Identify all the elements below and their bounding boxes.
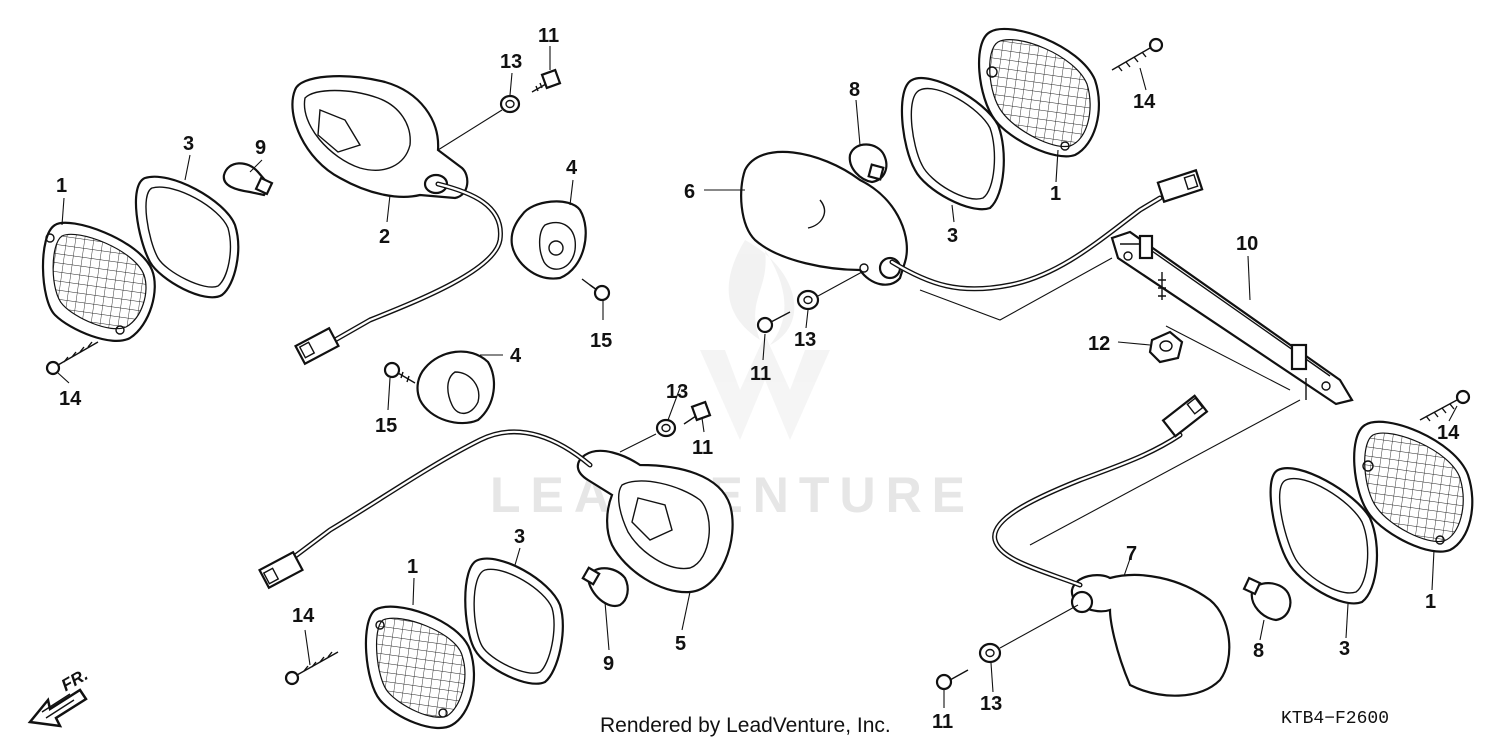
callout-3: 3 [947,225,958,247]
gasket-front-left [134,175,240,299]
lens-front-left [41,221,156,342]
callout-12: 12 [1088,333,1110,355]
callout-8: 8 [1253,640,1264,662]
screw-11-upper [531,68,562,93]
gasket-rear-upper [900,77,1005,211]
callout-2: 2 [379,226,390,248]
collar-13-lower [655,418,677,438]
screw-14-lower [284,651,339,686]
callout-13: 13 [666,381,688,403]
screw-15-lower [383,361,416,384]
callout-3: 3 [1339,638,1350,660]
connector-rear-right [1161,394,1209,438]
lens-rear-lower [1353,420,1474,553]
callout-4: 4 [566,157,578,179]
callout-4: 4 [510,345,522,367]
connector-front-right [258,550,304,590]
lens-rear-upper [978,27,1100,158]
screw-14-left [45,341,99,376]
front-direction-arrow [27,688,88,728]
bulb-front-left [222,162,274,197]
mount-rubber-lower [416,350,495,425]
collar-13-upper [499,94,521,114]
callout-1: 1 [407,556,418,578]
callout-3: 3 [514,526,525,548]
connector-front-left [294,326,340,366]
callout-7: 7 [1126,543,1137,565]
callout-14: 14 [1133,91,1156,113]
callout-9: 9 [603,653,614,675]
callout-6: 6 [684,181,695,203]
diagram-code: KTB4−F2600 [1281,709,1390,729]
bulb-rear-right [1242,576,1292,622]
screw-11-middle [756,311,791,334]
callout-5: 5 [675,633,686,655]
lens-rear-left [364,605,476,730]
callout-3: 3 [183,133,194,155]
nut-flange [1148,330,1184,364]
callout-1: 1 [1050,183,1061,205]
callout-9: 9 [255,137,266,159]
screw-14-upper-right [1111,37,1164,72]
housing-rear-right [1070,573,1231,697]
callout-11: 11 [538,25,559,47]
housing-front-left [291,75,469,200]
bracket-rear [1110,230,1354,406]
housing-front-right [576,449,734,594]
callout-11: 11 [692,437,713,459]
callout-10: 10 [1236,233,1258,255]
callout-15: 15 [375,415,397,437]
collar-13-middle [796,289,820,311]
callout-14: 14 [292,605,315,627]
screw-11-lower [683,400,712,425]
callout-8: 8 [849,79,860,101]
screw-15-upper [581,278,611,302]
callout-11: 11 [932,711,953,733]
screw-14-lower-right [1419,389,1471,422]
callout-13: 13 [500,51,522,73]
screw-11-lower-right [935,669,969,691]
collar-13-lower-right [978,642,1002,664]
render-credit: Rendered by LeadVenture, Inc. [600,714,891,737]
callout-1: 1 [56,175,67,197]
callout-13: 13 [980,693,1002,715]
callout-14: 14 [1437,422,1460,444]
callout-13: 13 [794,329,816,351]
mount-rubber-upper [510,200,587,280]
gasket-rear-lower [1269,467,1379,605]
callout-14: 14 [59,388,82,410]
callout-15: 15 [590,330,612,352]
callout-11: 11 [750,363,771,385]
gasket-rear-left [464,557,564,685]
watermark-logo [700,240,830,440]
bulb-rear-left-upper [848,143,888,184]
callout-1: 1 [1425,591,1436,613]
bulb-rear-left [581,566,629,608]
connector-rear-left [1156,168,1204,204]
